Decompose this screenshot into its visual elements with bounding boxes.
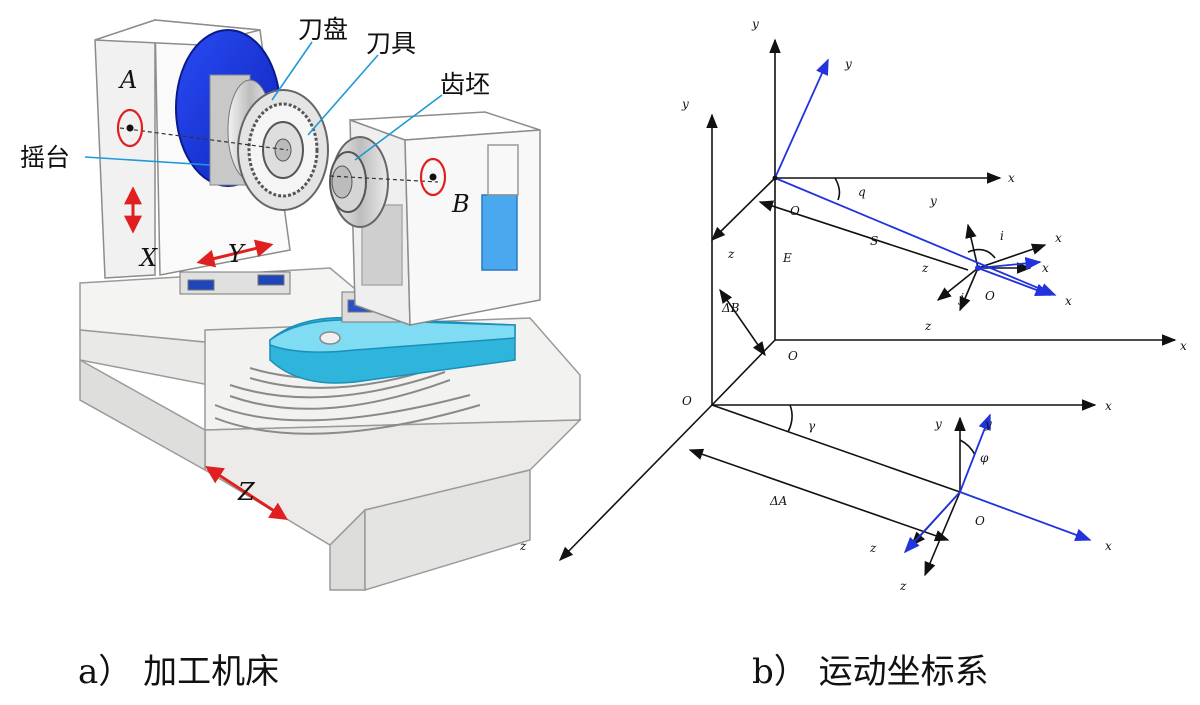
label-z-c: z <box>924 319 932 333</box>
label-e-m: E <box>782 251 792 265</box>
machine-base <box>79 267 582 592</box>
label-gamma-m: γ <box>808 419 816 433</box>
workhead <box>349 111 541 327</box>
label-leaders <box>84 41 443 166</box>
label-delta-b: ΔB <box>721 301 740 315</box>
tool-disk <box>175 29 329 211</box>
label-tool: 刀具 <box>366 29 416 58</box>
caption-b: b） 运动坐标系 <box>752 652 989 692</box>
label-z-f: z <box>899 579 907 593</box>
label-delta-a: ΔA <box>769 494 788 508</box>
label-z-ti: z <box>921 261 929 275</box>
label-x-j: x <box>1042 261 1049 275</box>
label-j: j <box>957 291 964 305</box>
label-y-d: y <box>844 57 852 71</box>
gear-blank <box>329 136 389 228</box>
label-o-p: O <box>682 394 692 408</box>
blue-axes <box>774 58 1092 554</box>
label-gear-blank: 齿坯 <box>440 70 490 99</box>
label-axis-b: B <box>451 190 470 218</box>
label-axis-z: Z <box>237 478 256 506</box>
label-axis-a: A <box>118 66 137 94</box>
machine-axis-lines <box>119 127 439 183</box>
label-axis-y: Y <box>228 240 246 268</box>
label-cradle: 摇台 <box>20 143 70 172</box>
label-tool-disk: 刀盘 <box>298 15 348 44</box>
label-o-c: O <box>788 349 798 363</box>
coordinate-labels: y y y x q O y x x i z E S z x j O ΔB z O… <box>519 17 1187 593</box>
label-phi: φ <box>980 451 989 465</box>
black-axes <box>558 38 1177 577</box>
label-q: q <box>858 185 866 199</box>
label-z-cd: z <box>727 247 735 261</box>
motion-arrows <box>124 186 289 520</box>
label-s-r: S <box>870 234 878 248</box>
label-x-c2: x <box>1180 339 1187 353</box>
label-o-cd: O <box>790 204 800 218</box>
label-y-f: y <box>984 417 992 431</box>
label-y-tj: y <box>929 194 937 208</box>
rotary-table <box>269 316 516 384</box>
label-o-tj: O <box>985 289 995 303</box>
caption-a: a） 加工机床 <box>78 652 280 692</box>
label-x-fp: x <box>1105 539 1112 553</box>
label-z-a: z <box>869 541 877 555</box>
label-o-fp: O <box>975 514 985 528</box>
label-z-pd: z <box>519 539 527 553</box>
label-axis-x: X <box>138 244 158 272</box>
label-x-d: x <box>1065 294 1072 308</box>
rotation-indicators <box>116 108 447 197</box>
label-y-a: y <box>934 417 942 431</box>
label-y-p: y <box>681 97 689 111</box>
label-x-p: x <box>1105 399 1112 413</box>
machine-illustration: 刀盘 刀具 齿坯 摇台 A B X Y Z <box>20 15 582 592</box>
coordinate-diagram: y y y x q O y x x i z E S z x j O ΔB z O… <box>519 17 1187 593</box>
point-o-cd <box>772 175 778 181</box>
label-y-cd: y <box>751 17 759 31</box>
point-o-tj <box>975 265 981 271</box>
label-x-c: x <box>1008 171 1015 185</box>
label-i: i <box>1000 229 1004 243</box>
label-x-i: x <box>1055 231 1062 245</box>
